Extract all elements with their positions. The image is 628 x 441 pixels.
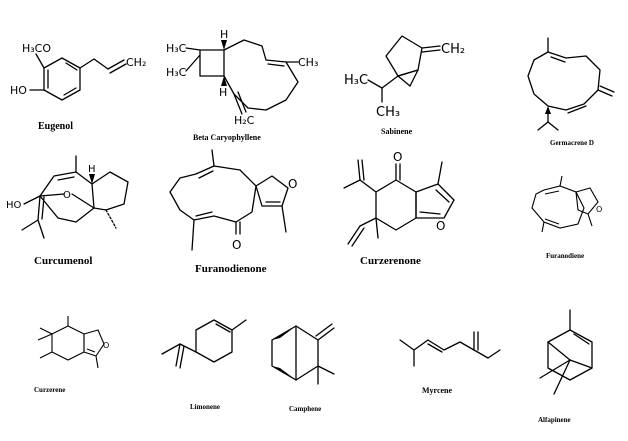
camphene-structure xyxy=(271,323,335,385)
caryophyllene-h-bottom: H xyxy=(219,86,227,99)
curzerene-name: Curzerene xyxy=(34,386,65,394)
eugenol-name: Eugenol xyxy=(38,121,73,132)
molecule-myrcene: Myrcene xyxy=(399,331,501,395)
caryophyllene-methylene-label: H₂C xyxy=(234,114,255,127)
sabinene-h3c-label: H₃C xyxy=(344,73,368,88)
camphene-name: Camphene xyxy=(289,405,321,413)
alfapinene-structure xyxy=(539,309,593,395)
molecule-eugenol: H₃CO HO CH₂ Eugenol xyxy=(10,42,146,132)
alfapinene-name: Alfapinene xyxy=(538,416,571,424)
curcumenol-oxygen-label: O xyxy=(63,190,71,201)
germacrene-d-name: Germacrene D xyxy=(550,139,594,147)
curcumenol-h-label: H xyxy=(88,164,96,175)
molecule-sabinene: CH₂ H₃C CH₃ Sabinene xyxy=(344,35,465,136)
curzerenone-ketone-o-label: O xyxy=(393,150,402,164)
curzerenone-structure xyxy=(343,159,455,247)
furanodiene-structure xyxy=(531,175,599,233)
beta-caryophyllene-name: Beta Caryophyllene xyxy=(193,133,261,142)
eugenol-structure xyxy=(29,53,127,101)
myrcene-name: Myrcene xyxy=(422,386,453,395)
molecule-limonene: Limonene xyxy=(161,319,247,411)
caryophyllene-h3c-upper: H₃C xyxy=(166,42,187,55)
curzerene-structure xyxy=(37,316,105,369)
sabinene-structure xyxy=(367,35,441,103)
sabinene-ch3-label: CH₃ xyxy=(376,105,400,120)
molecule-curcumenol: HO O H Curcumenol xyxy=(6,155,129,267)
molecule-alfapinene: Alfapinene xyxy=(538,309,593,424)
curcumenol-name: Curcumenol xyxy=(34,255,92,267)
curcumenol-hydroxyl-label: HO xyxy=(6,200,22,211)
molecule-curzerenone: O O Curzerenone xyxy=(343,150,455,267)
molecule-furanodienone: O O Furanodienone xyxy=(169,149,297,275)
molecule-camphene: Camphene xyxy=(271,323,335,413)
furanodienone-ring-o-label: O xyxy=(288,177,297,191)
limonene-name: Limonene xyxy=(190,403,220,411)
caryophyllene-h-top: H xyxy=(220,28,228,41)
eugenol-methoxy-label: H₃CO xyxy=(22,42,51,55)
sabinene-methylene-label: CH₂ xyxy=(441,42,465,57)
furanodienone-name: Furanodienone xyxy=(195,263,267,275)
beta-caryophyllene-structure xyxy=(185,39,299,115)
myrcene-structure xyxy=(399,331,501,367)
eugenol-hydroxyl-label: HO xyxy=(10,84,27,97)
molecule-beta-caryophyllene: H₃C H₃C H CH₃ H H₂C Beta Caryophyllene xyxy=(166,28,318,142)
molecule-germacrene-d: Germacrene D xyxy=(527,37,615,147)
curcumenol-structure xyxy=(21,155,129,239)
furanodiene-ring-o-label: O xyxy=(596,205,602,214)
curzerene-ring-o-label: O xyxy=(103,341,109,350)
limonene-structure xyxy=(161,319,247,369)
molecule-curzerene: O Curzerene xyxy=(34,316,109,394)
caryophyllene-h3c-lower: H₃C xyxy=(166,66,187,79)
curzerenone-name: Curzerenone xyxy=(360,255,421,267)
furanodiene-name: Furanodiene xyxy=(546,252,584,260)
furanodienone-ketone-o-label: O xyxy=(232,238,241,252)
curzerenone-ring-o-label: O xyxy=(436,219,445,233)
molecule-furanodiene: O Furanodiene xyxy=(531,175,602,260)
furanodienone-structure xyxy=(169,149,289,251)
sabinene-name: Sabinene xyxy=(381,127,413,136)
eugenol-vinyl-label: CH₂ xyxy=(126,56,146,69)
caryophyllene-ch3-label: CH₃ xyxy=(298,56,318,69)
germacrene-d-structure xyxy=(527,37,615,131)
